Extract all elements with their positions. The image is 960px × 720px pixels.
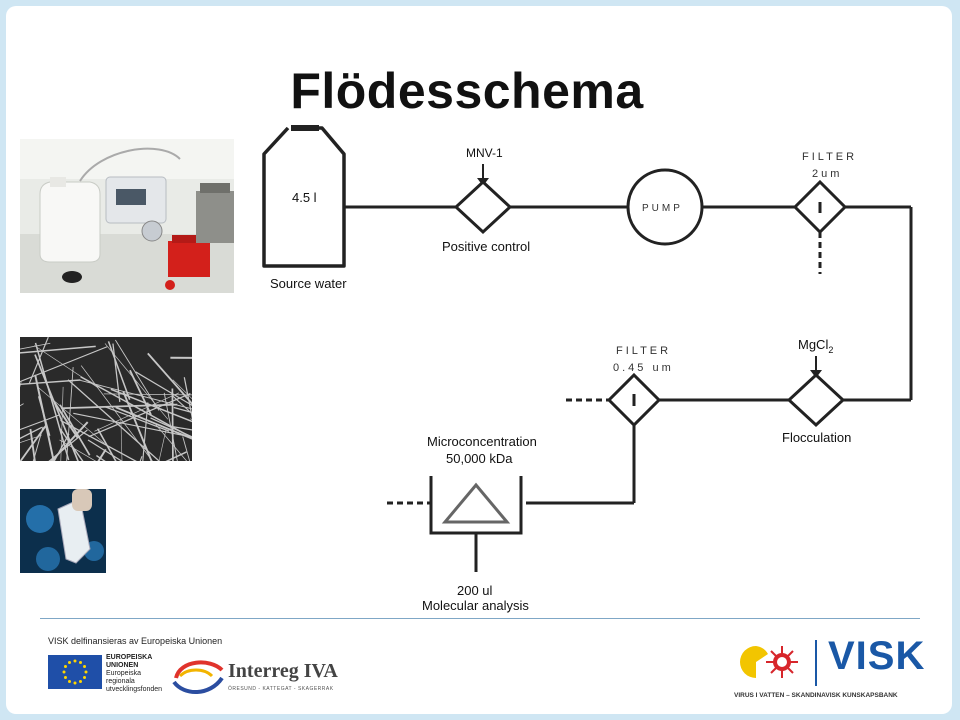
footer: VISK delfinansieras av Europeiska Unione… bbox=[6, 618, 952, 714]
positive-control-injector: MNV-1 Positive control bbox=[442, 146, 530, 254]
positive-control-label: Positive control bbox=[442, 239, 530, 254]
filter-2um: FILTER 2um bbox=[792, 151, 857, 274]
microconcentration-step: Microconcentration 50,000 kDa 200 ul Mol… bbox=[387, 434, 537, 613]
visk-wordmark: VISK bbox=[828, 634, 926, 678]
analysis-line1: 200 ul bbox=[457, 583, 493, 598]
pump: PUMP bbox=[626, 168, 704, 246]
interreg-wordmark: Interreg IVA bbox=[228, 660, 338, 682]
eu-flag-icon bbox=[48, 655, 102, 689]
micro-line2: 50,000 kDa bbox=[446, 451, 513, 466]
interreg-subtitle: ÖRESUND - KATTEGAT - SKAGERRAK bbox=[228, 686, 334, 692]
flocculation-label: Flocculation bbox=[782, 430, 851, 445]
filter2-size: 0.45 um bbox=[613, 362, 674, 374]
funding-text: VISK delfinansieras av Europeiska Unione… bbox=[48, 636, 223, 646]
filter1-label: FILTER bbox=[802, 151, 857, 163]
mnv-label: MNV-1 bbox=[466, 146, 503, 160]
visk-emblem-icon bbox=[740, 640, 817, 686]
lab-setup-photo bbox=[20, 139, 234, 293]
source-water-label: Source water bbox=[270, 276, 347, 291]
slide: Flödesschema bbox=[6, 6, 952, 714]
pump-label: PUMP bbox=[642, 203, 683, 214]
filter1-size: 2um bbox=[812, 168, 842, 180]
flow-diagram: 4.5 l MNV-1 Positive control PUMP FILTER… bbox=[262, 125, 913, 613]
source-bottle: 4.5 l bbox=[262, 125, 346, 268]
interreg-swirl-icon bbox=[172, 660, 224, 695]
footer-divider bbox=[40, 618, 920, 619]
visk-logo: VISK VIRUS I VATTEN – SKANDINAVISK KUNSK… bbox=[734, 634, 924, 706]
filter2-label: FILTER bbox=[616, 345, 671, 357]
mgcl-label: MgCl2 bbox=[798, 337, 833, 355]
eu-text: EUROPEISKA UNIONEN Europeiska regionala … bbox=[106, 654, 163, 693]
visk-tagline: VIRUS I VATTEN – SKANDINAVISK KUNSKAPSBA… bbox=[734, 692, 898, 699]
flocculation-step: MgCl2 Flocculation bbox=[782, 337, 851, 445]
bottle-volume-label: 4.5 l bbox=[292, 190, 317, 205]
interreg-logo: Interreg IVA ÖRESUND - KATTEGAT - SKAGER… bbox=[170, 656, 340, 700]
analysis-line2: Molecular analysis bbox=[422, 598, 529, 613]
micro-line1: Microconcentration bbox=[427, 434, 537, 449]
sample-tube-photo bbox=[20, 489, 106, 573]
filter-045um: FILTER 0.45 um bbox=[566, 345, 674, 428]
page-title: Flödesschema bbox=[290, 63, 644, 119]
